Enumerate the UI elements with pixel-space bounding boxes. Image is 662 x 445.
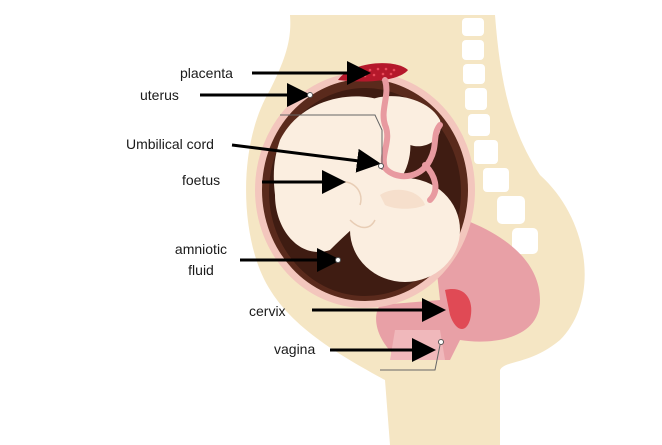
label-fluid: fluid [168, 262, 234, 279]
label-uterus: uterus [140, 87, 179, 104]
label-cervix: cervix [249, 303, 286, 320]
label-umbilical-cord: Umbilical cord [126, 136, 214, 153]
label-amniotic: amniotic [168, 241, 234, 258]
label-placenta: placenta [180, 65, 233, 82]
vaginal-canal-light [390, 330, 445, 360]
label-foetus: foetus [182, 172, 220, 189]
label-vagina: vagina [274, 341, 315, 358]
